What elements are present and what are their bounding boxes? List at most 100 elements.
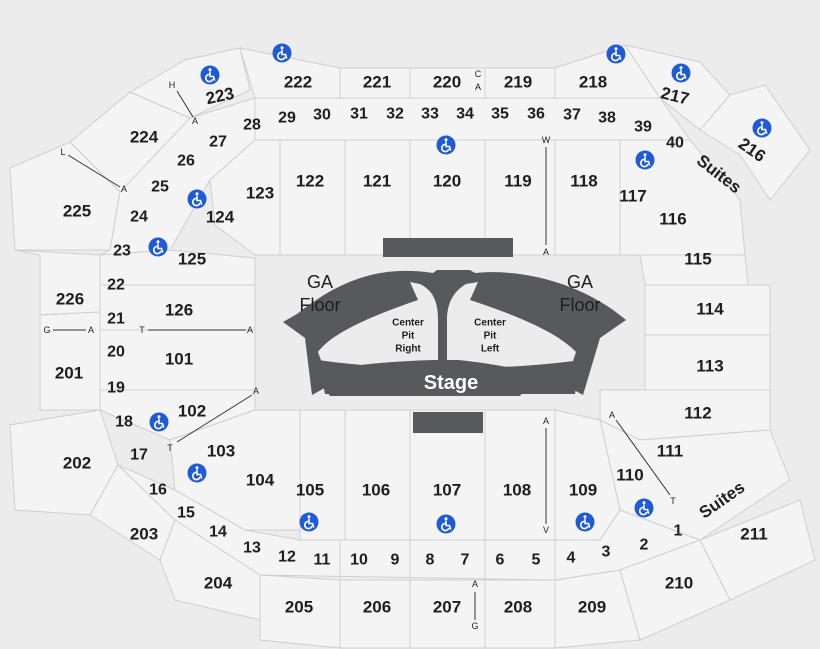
section-107[interactable]: 107 xyxy=(433,481,461,500)
section-222[interactable]: 222 xyxy=(284,73,312,92)
section-115[interactable]: 115 xyxy=(684,250,711,269)
section-104[interactable]: 104 xyxy=(246,471,275,490)
section-122[interactable]: 122 xyxy=(296,172,324,191)
section-26[interactable]: 26 xyxy=(177,153,195,170)
center-pit-right-line2[interactable]: Pit xyxy=(402,331,415,342)
section-24[interactable]: 24 xyxy=(130,209,148,226)
section-106[interactable]: 106 xyxy=(362,481,390,500)
section-38[interactable]: 38 xyxy=(598,110,616,127)
center-pit-right-line3[interactable]: Right xyxy=(395,344,421,355)
section-118[interactable]: 118 xyxy=(570,172,597,191)
section-111[interactable]: 111 xyxy=(657,442,684,461)
section-22[interactable]: 22 xyxy=(107,277,125,294)
section-40[interactable]: 40 xyxy=(666,135,684,152)
section-112[interactable]: 112 xyxy=(684,404,711,423)
section-23[interactable]: 23 xyxy=(113,243,131,260)
section-117[interactable]: 117 xyxy=(619,187,646,206)
section-224[interactable]: 224 xyxy=(130,128,159,147)
section-208[interactable]: 208 xyxy=(504,598,532,617)
section-119[interactable]: 119 xyxy=(504,172,531,191)
section-205[interactable]: 205 xyxy=(285,598,313,617)
section-201[interactable]: 201 xyxy=(55,364,83,383)
section-10[interactable]: 10 xyxy=(350,552,368,569)
section-123[interactable]: 123 xyxy=(246,184,274,203)
section-221[interactable]: 221 xyxy=(363,73,391,92)
section-30[interactable]: 30 xyxy=(313,107,331,124)
center-pit-left-line1[interactable]: Center xyxy=(474,318,506,329)
section-shape-120[interactable] xyxy=(409,139,486,256)
section-219[interactable]: 219 xyxy=(504,73,532,92)
section-21[interactable]: 21 xyxy=(107,311,125,328)
section-19[interactable]: 19 xyxy=(107,380,125,397)
section-110[interactable]: 110 xyxy=(616,466,643,485)
section-226[interactable]: 226 xyxy=(56,290,84,309)
section-18[interactable]: 18 xyxy=(115,414,133,431)
section-113[interactable]: 113 xyxy=(696,357,723,376)
center-pit-left-line2[interactable]: Pit xyxy=(484,331,497,342)
section-9[interactable]: 9 xyxy=(391,552,400,569)
section-shape-121[interactable] xyxy=(344,139,411,256)
section-shape-119[interactable] xyxy=(484,139,556,256)
ga-floor-right-line1[interactable]: GA xyxy=(567,272,593,292)
section-shape-108[interactable] xyxy=(484,409,556,541)
section-108[interactable]: 108 xyxy=(503,481,531,500)
section-209[interactable]: 209 xyxy=(578,598,606,617)
section-12[interactable]: 12 xyxy=(278,549,296,566)
section-shape-122[interactable] xyxy=(279,139,346,256)
section-14[interactable]: 14 xyxy=(209,524,227,541)
section-206[interactable]: 206 xyxy=(363,598,391,617)
ga-floor-left-line1[interactable]: GA xyxy=(307,272,333,292)
section-5[interactable]: 5 xyxy=(532,552,541,569)
section-125[interactable]: 125 xyxy=(178,250,206,269)
section-37[interactable]: 37 xyxy=(563,107,581,124)
section-114[interactable]: 114 xyxy=(696,300,724,319)
section-207[interactable]: 207 xyxy=(433,598,461,617)
section-11[interactable]: 11 xyxy=(314,552,331,569)
section-109[interactable]: 109 xyxy=(569,481,597,500)
section-1[interactable]: 1 xyxy=(674,523,683,540)
section-13[interactable]: 13 xyxy=(243,540,261,557)
section-105[interactable]: 105 xyxy=(296,481,324,500)
section-27[interactable]: 27 xyxy=(209,134,227,151)
section-225[interactable]: 225 xyxy=(63,202,91,221)
section-211[interactable]: 211 xyxy=(740,525,767,544)
section-2[interactable]: 2 xyxy=(640,537,649,554)
section-17[interactable]: 17 xyxy=(130,447,148,464)
section-102[interactable]: 102 xyxy=(178,402,206,421)
section-shape-216[interactable] xyxy=(699,84,811,201)
section-3[interactable]: 3 xyxy=(602,544,611,561)
section-33[interactable]: 33 xyxy=(421,106,439,123)
section-shape-118[interactable] xyxy=(554,139,621,256)
section-39[interactable]: 39 xyxy=(634,119,652,136)
section-124[interactable]: 124 xyxy=(206,208,235,227)
section-36[interactable]: 36 xyxy=(527,106,545,123)
ga-floor-left-line2[interactable]: Floor xyxy=(299,295,340,315)
section-shape-223[interactable] xyxy=(128,47,251,119)
section-203[interactable]: 203 xyxy=(130,525,158,544)
section-210[interactable]: 210 xyxy=(665,574,693,593)
section-32[interactable]: 32 xyxy=(386,106,404,123)
center-pit-left-line3[interactable]: Left xyxy=(481,344,500,355)
section-29[interactable]: 29 xyxy=(278,110,296,127)
section-103[interactable]: 103 xyxy=(207,442,235,461)
section-4[interactable]: 4 xyxy=(567,550,576,567)
section-shape-106[interactable] xyxy=(344,409,411,541)
section-15[interactable]: 15 xyxy=(177,505,195,522)
section-25[interactable]: 25 xyxy=(151,179,169,196)
section-204[interactable]: 204 xyxy=(204,574,233,593)
section-31[interactable]: 31 xyxy=(350,106,368,123)
section-218[interactable]: 218 xyxy=(579,73,607,92)
ga-floor-right-line2[interactable]: Floor xyxy=(559,295,600,315)
section-shape-211[interactable] xyxy=(699,499,816,601)
section-34[interactable]: 34 xyxy=(456,106,474,123)
section-220[interactable]: 220 xyxy=(433,73,461,92)
section-120[interactable]: 120 xyxy=(433,172,461,191)
section-6[interactable]: 6 xyxy=(496,552,505,569)
section-126[interactable]: 126 xyxy=(165,301,193,320)
section-116[interactable]: 116 xyxy=(659,210,686,229)
section-121[interactable]: 121 xyxy=(363,172,391,191)
center-pit-right-line1[interactable]: Center xyxy=(392,318,424,329)
section-7[interactable]: 7 xyxy=(461,552,470,569)
section-28[interactable]: 28 xyxy=(243,117,261,134)
section-16[interactable]: 16 xyxy=(149,482,167,499)
